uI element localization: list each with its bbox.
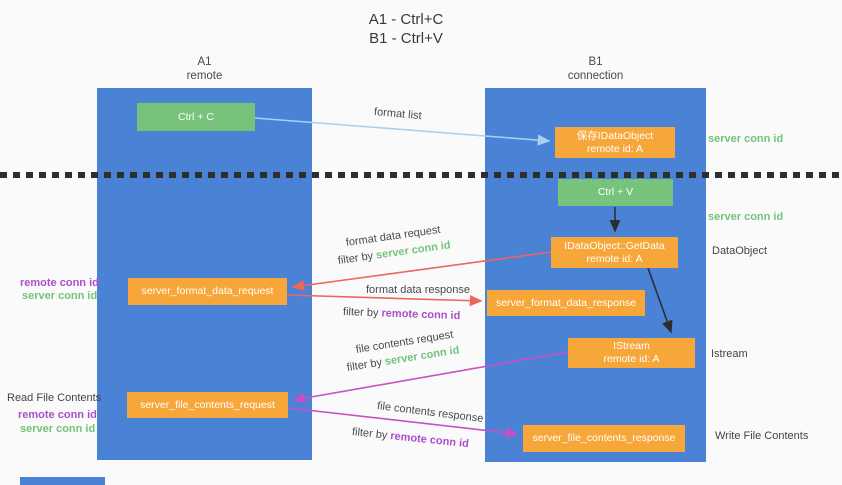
bottom-left-blue-bar [20, 477, 105, 485]
left-read-file-contents: Read File Contents [7, 392, 102, 404]
node-istream-line1: IStream [613, 340, 650, 352]
node-ctrl-v: Ctrl + V [558, 179, 673, 206]
node-getdata-line1: IDataObject::GetData [564, 239, 665, 252]
node-format-data-request-label: server_format_data_request [141, 285, 274, 297]
diagram-title: A1 - Ctrl+C B1 - Ctrl+V [0, 10, 812, 48]
node-save-idataobject-line1: 保存IDataObject [576, 129, 654, 142]
lane-b-title: B1 [588, 56, 603, 68]
title-line-2: B1 - Ctrl+V [369, 30, 443, 47]
node-getdata-line2: remote id: A [586, 252, 643, 265]
label-file-contents-response: file contents response [376, 400, 485, 426]
label-format-data-response: format data response [366, 284, 470, 296]
left-remote-conn-id-2: remote conn id [18, 409, 97, 421]
lane-b-subtitle: connection [567, 69, 624, 82]
dotted-divider [0, 172, 842, 178]
filter-by-text: filter by [337, 249, 377, 267]
lane-a-subtitle: remote [186, 69, 223, 82]
lane-a-header: A1 remote [97, 56, 312, 83]
right-write-file-contents: Write File Contents [715, 430, 809, 442]
node-ctrl-v-label: Ctrl + V [597, 186, 634, 198]
label-filter-by-remote-2: filter by remote conn id [351, 426, 469, 451]
node-save-idataobject: 保存IDataObject remote id: A [555, 127, 675, 158]
node-file-contents-request: server_file_contents_request [127, 392, 288, 418]
remote-conn-id-text: remote conn id [389, 430, 470, 451]
node-ctrl-c: Ctrl + C [137, 103, 255, 131]
node-format-data-response-label: server_format_data_response [495, 296, 637, 309]
node-format-data-response: server_format_data_response [487, 290, 645, 316]
remote-conn-id-text: remote conn id [381, 307, 461, 323]
node-ctrl-c-label: Ctrl + C [178, 110, 214, 123]
lane-a-title: A1 [197, 56, 212, 68]
right-server-conn-id-1: server conn id [708, 133, 784, 145]
right-server-conn-id-2: server conn id [708, 211, 784, 223]
left-remote-conn-id-1: remote conn id [20, 277, 99, 289]
node-file-contents-request-label: server_file_contents_request [140, 398, 275, 411]
node-save-idataobject-line2: remote id: A [586, 142, 644, 155]
filter-by-text: filter by [345, 356, 386, 374]
node-format-data-request: server_format_data_request [128, 278, 287, 305]
filter-by-text: filter by [351, 426, 391, 442]
node-istream-line2: remote id: A [603, 353, 660, 365]
lane-b-header: B1 connection [485, 56, 706, 83]
node-file-contents-response-label: server_file_contents_response [532, 432, 676, 444]
node-istream: IStream remote id: A [568, 338, 695, 368]
node-getdata: IDataObject::GetData remote id: A [551, 237, 678, 268]
right-istream: Istream [711, 348, 748, 360]
right-dataobject: DataObject [712, 245, 768, 257]
title-line-1: A1 - Ctrl+C [368, 11, 444, 28]
left-server-conn-id-1: server conn id [22, 290, 98, 302]
filter-by-text: filter by [342, 306, 382, 320]
label-filter-by-remote-1: filter by remote conn id [343, 306, 461, 323]
label-format-list: format list [373, 106, 423, 123]
node-file-contents-response: server_file_contents_response [523, 425, 685, 452]
left-server-conn-id-2: server conn id [20, 423, 96, 435]
